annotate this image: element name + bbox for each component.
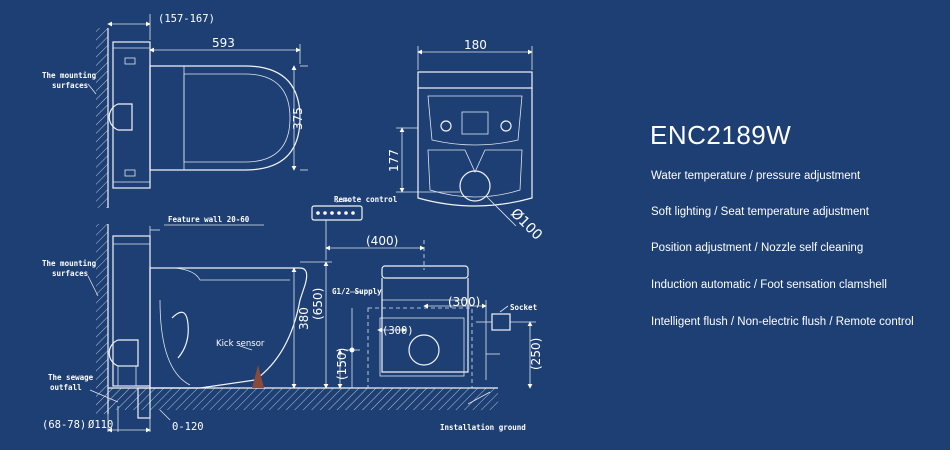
mounting-note-side-2: surfaces (52, 269, 88, 278)
dim-socket-offset: (300) (448, 295, 480, 309)
front-view: 180 177 Ø100 (387, 38, 545, 244)
dim-floor-range: 0-120 (172, 421, 204, 433)
dim-remote-offset: (400) (366, 234, 398, 248)
dim-offset-range: (68-78) (42, 419, 86, 431)
remote-control-label: Remote control (334, 195, 397, 204)
mounting-note-top-2: surfaces (52, 81, 88, 90)
dim-inner-offset: (300) (382, 325, 414, 337)
top-view: (157-167) 593 375 The mounting surfaces (42, 13, 308, 208)
dim-supply-height: (150) (335, 348, 349, 380)
side-view: Feature wall 20-60 Kick sensor 380 (650)… (42, 215, 498, 433)
dim-outlet-177: 177 (387, 149, 401, 172)
feature-item: Water temperature / pressure adjustment (651, 170, 861, 182)
model-title: ENC2189W (650, 120, 792, 150)
dim-total-650: (650) (311, 288, 325, 320)
supply-label: G1/2 Supply (332, 287, 382, 296)
dim-mount-range: (157-167) (158, 13, 215, 25)
mounting-note-side-1: The mounting (42, 259, 97, 268)
feature-item: Position adjustment / Nozzle self cleani… (651, 242, 864, 254)
dim-height-375: 375 (291, 107, 305, 130)
dim-socket-height: (250) (529, 338, 543, 370)
socket-label: Socket (510, 303, 537, 312)
mounting-note-top-1: The mounting (42, 71, 97, 80)
feature-item: Intelligent flush / Non-electric flush /… (651, 316, 914, 328)
feature-item: Induction automatic / Foot sensation cla… (651, 279, 887, 291)
kick-sensor-label: Kick sensor (216, 339, 265, 349)
rear-view: Remote control (400) G1/2 Supply (150) (… (311, 195, 543, 432)
ground-label: Installation ground (440, 423, 526, 432)
dim-length: 593 (212, 36, 235, 50)
dim-pipe-diameter: Ø110 (88, 419, 113, 431)
dim-width-180: 180 (464, 38, 487, 52)
sewage-note-1: The sewage (48, 373, 94, 382)
feature-item: Soft lighting / Seat temperature adjustm… (651, 206, 869, 218)
feature-wall-label: Feature wall 20-60 (168, 215, 250, 224)
sewage-note-2: outfall (50, 383, 82, 392)
dim-outlet-diameter: Ø100 (507, 206, 545, 244)
dim-bowl-380: 380 (297, 307, 311, 330)
